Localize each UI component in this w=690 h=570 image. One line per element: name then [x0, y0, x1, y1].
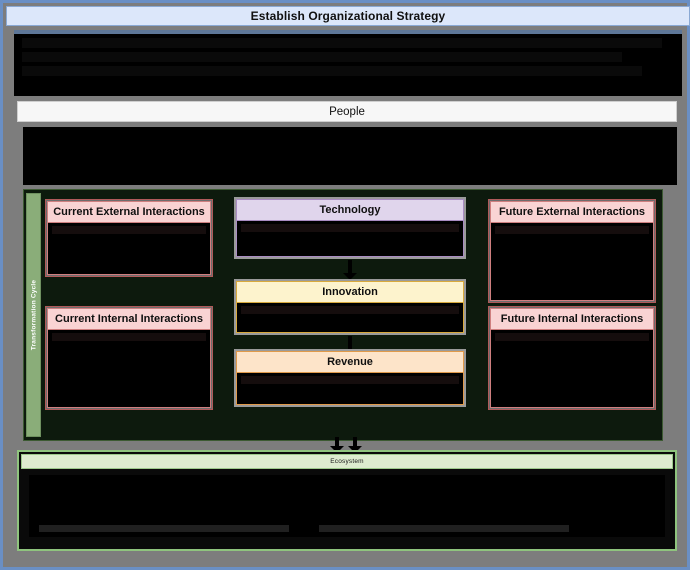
redacted-text-block — [39, 525, 289, 532]
card-future-external-interactions[interactable]: Future External Interactions — [490, 201, 654, 301]
card-body-redacted — [236, 221, 464, 257]
card-technology[interactable]: Technology — [236, 199, 464, 257]
card-title: Revenue — [236, 351, 464, 373]
ecosystem-header[interactable]: Ecosystem — [21, 454, 673, 469]
transformation-cycle-label: Transformation Cycle — [30, 279, 37, 351]
redacted-text-block — [22, 52, 622, 62]
card-innovation[interactable]: Innovation — [236, 281, 464, 333]
window-title: Establish Organizational Strategy — [6, 6, 690, 26]
redacted-text-block — [495, 226, 649, 234]
card-future-internal-interactions[interactable]: Future Internal Interactions — [490, 308, 654, 408]
card-body-redacted — [236, 373, 464, 405]
redacted-text-block — [241, 376, 459, 384]
redacted-text-block — [22, 66, 642, 76]
arrow-cycle-to-ecosystem-left — [330, 437, 344, 453]
card-current-internal-interactions[interactable]: Current Internal Interactions — [47, 308, 211, 408]
arrow-technology-to-innovation — [343, 260, 357, 280]
arrow-cycle-to-ecosystem-right — [348, 437, 362, 453]
top-redacted-band — [14, 30, 682, 96]
card-title: Current Internal Interactions — [47, 308, 211, 330]
card-title: Technology — [236, 199, 464, 221]
card-body-redacted — [236, 303, 464, 333]
card-title: Future External Interactions — [490, 201, 654, 223]
redacted-text-block — [241, 306, 459, 314]
redacted-text-block — [495, 333, 649, 341]
redacted-text-block — [52, 226, 206, 234]
card-title: Future Internal Interactions — [490, 308, 654, 330]
card-title: Current External Interactions — [47, 201, 211, 223]
people-header[interactable]: People — [17, 101, 677, 122]
redacted-text-block — [241, 224, 459, 232]
card-body-redacted — [47, 330, 211, 408]
card-body-redacted — [490, 330, 654, 408]
ecosystem-body-redacted — [29, 475, 665, 537]
people-body-redacted — [23, 127, 677, 185]
transformation-cycle-spine: Transformation Cycle — [26, 193, 41, 437]
card-body-redacted — [47, 223, 211, 275]
card-current-external-interactions[interactable]: Current External Interactions — [47, 201, 211, 275]
redacted-text-block — [52, 333, 206, 341]
top-band-strip — [14, 30, 682, 34]
card-title: Innovation — [236, 281, 464, 303]
card-body-redacted — [490, 223, 654, 301]
redacted-text-block — [319, 525, 569, 532]
card-revenue[interactable]: Revenue — [236, 351, 464, 405]
redacted-text-block — [22, 38, 662, 48]
